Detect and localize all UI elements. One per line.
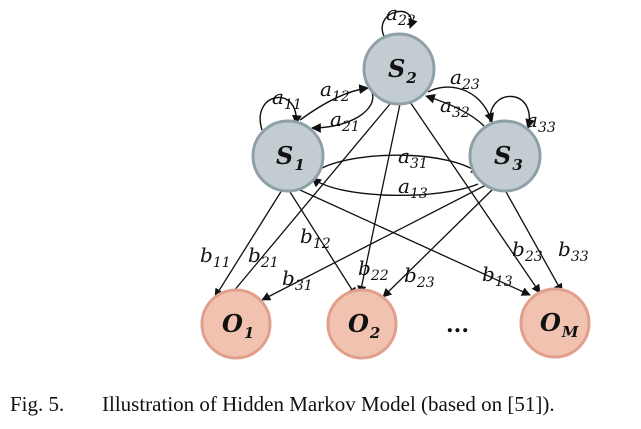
edge-s2-o2 [357, 103, 401, 295]
label-a32: a32 [440, 93, 470, 121]
state-nodes: S1 S2 S3 [251, 32, 542, 193]
edge-s1-om [299, 189, 531, 296]
label-b13: b13 [482, 262, 513, 290]
label-a31: a31 [398, 144, 428, 172]
figure-caption: Fig. 5. Illustration of Hidden Markov Mod… [10, 392, 635, 417]
transition-edges [259, 10, 535, 196]
loop-s3 [489, 95, 535, 129]
svg-text:O2: O2 [348, 309, 380, 342]
svg-text:O1: O1 [222, 309, 254, 342]
state-s3: S3 [468, 119, 542, 193]
label-b22: b22 [358, 256, 389, 284]
svg-text:S1: S1 [276, 141, 305, 174]
loop-s1 [259, 96, 302, 131]
label-b31: b31 [282, 266, 313, 294]
state-s2: S2 [362, 32, 436, 106]
obs-o1: O1 [200, 288, 272, 360]
label-a22: a22 [386, 1, 416, 29]
edge-s3-s2 [425, 93, 485, 127]
obs-om: OM [519, 287, 591, 359]
observation-nodes: O1 O2 OM ... [200, 287, 591, 360]
edge-s1-o2 [289, 191, 357, 297]
label-a23: a23 [450, 65, 480, 93]
state-s1: S1 [251, 119, 325, 193]
edge-s2-om [409, 101, 541, 294]
hmm-diagram: S1 S2 S3 O1 O2 OM ... a11 a12 a21 a22 [200, 1, 591, 360]
svg-text:OM: OM [540, 308, 579, 341]
loop-s2 [381, 10, 418, 41]
transition-labels: a11 a12 a21 a22 a23 a32 a33 a31 a13 [272, 1, 556, 202]
label-a13: a13 [398, 174, 428, 202]
label-a21: a21 [330, 107, 360, 135]
svg-text:S2: S2 [388, 54, 417, 87]
edge-s3-s1 [311, 177, 479, 196]
edge-s1-s2 [299, 84, 369, 121]
label-b33: b33 [558, 237, 589, 265]
emission-labels: b11 b21 b12 b31 b22 b23 b23 b13 b33 [200, 224, 589, 294]
label-b23-right: b23 [512, 237, 543, 265]
label-a33: a33 [526, 108, 556, 136]
label-a12: a12 [320, 77, 350, 105]
svg-text:S3: S3 [494, 141, 523, 174]
edge-s3-o2 [382, 187, 495, 298]
caption-text: Illustration of Hidden Markov Model (bas… [102, 392, 555, 416]
edge-s2-s3 [427, 86, 494, 123]
edge-s3-om [504, 189, 563, 293]
label-b21: b21 [248, 243, 279, 271]
edge-s2-o1 [227, 103, 391, 299]
label-b11: b11 [200, 243, 231, 271]
edge-s1-s3 [321, 154, 481, 175]
edge-s3-o1 [261, 183, 489, 301]
label-b23-left: b23 [404, 263, 435, 291]
label-b12: b12 [300, 224, 331, 252]
label-a11: a11 [272, 85, 302, 113]
observation-ellipsis: ... [446, 312, 469, 338]
obs-o2: O2 [326, 288, 398, 360]
edge-s2-s1 [311, 91, 374, 133]
edge-s1-o1 [214, 189, 283, 298]
figure-label: Fig. 5. [10, 392, 65, 416]
emission-edges [214, 101, 563, 301]
